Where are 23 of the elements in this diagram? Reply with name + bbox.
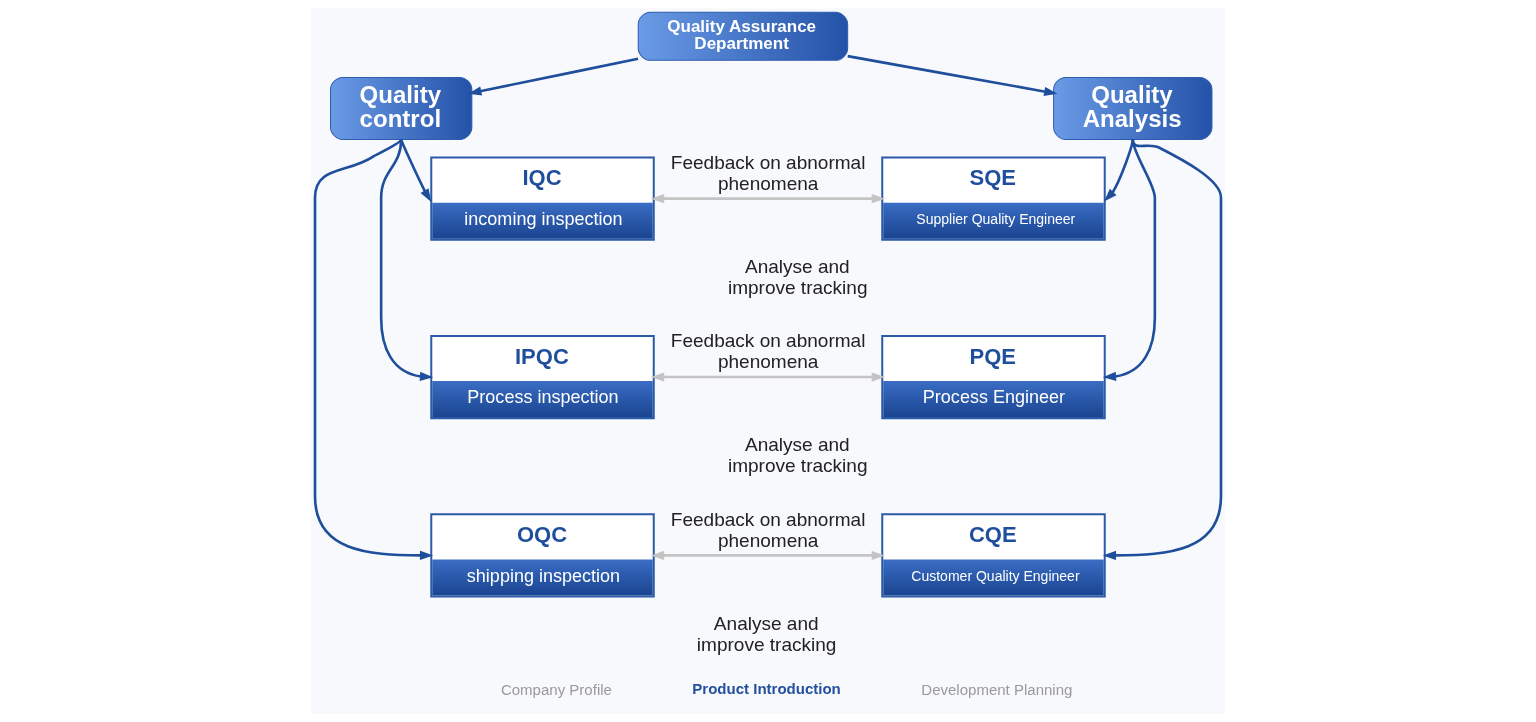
label: Product Introduction bbox=[692, 680, 841, 698]
arrow bbox=[650, 194, 885, 204]
arrow bbox=[313, 138, 434, 561]
arrow bbox=[379, 139, 434, 382]
label: Analyse and improve tracking bbox=[727, 434, 868, 477]
edge-label: Feedback on abnormal phenomena bbox=[670, 330, 866, 373]
node-box: Quality Assurance Department bbox=[637, 11, 849, 61]
label: Analyse and improve tracking bbox=[696, 612, 837, 655]
arrow bbox=[650, 550, 885, 561]
arrow bbox=[468, 57, 639, 96]
arrow bbox=[847, 54, 1058, 97]
arrow bbox=[399, 139, 432, 203]
arrow bbox=[1102, 139, 1223, 561]
label: Company Profile bbox=[500, 681, 612, 699]
node-box: Quality control bbox=[330, 76, 473, 140]
arrow bbox=[1104, 139, 1135, 202]
label: Development Planning bbox=[921, 681, 1073, 699]
arrow bbox=[650, 372, 885, 382]
edge-label: Feedback on abnormal phenomena bbox=[670, 151, 866, 194]
label: Analyse and improve tracking bbox=[727, 256, 868, 299]
arrow bbox=[1102, 139, 1157, 382]
edge-label: Feedback on abnormal phenomena bbox=[670, 508, 866, 551]
node-box: Quality Analysis bbox=[1053, 76, 1213, 140]
